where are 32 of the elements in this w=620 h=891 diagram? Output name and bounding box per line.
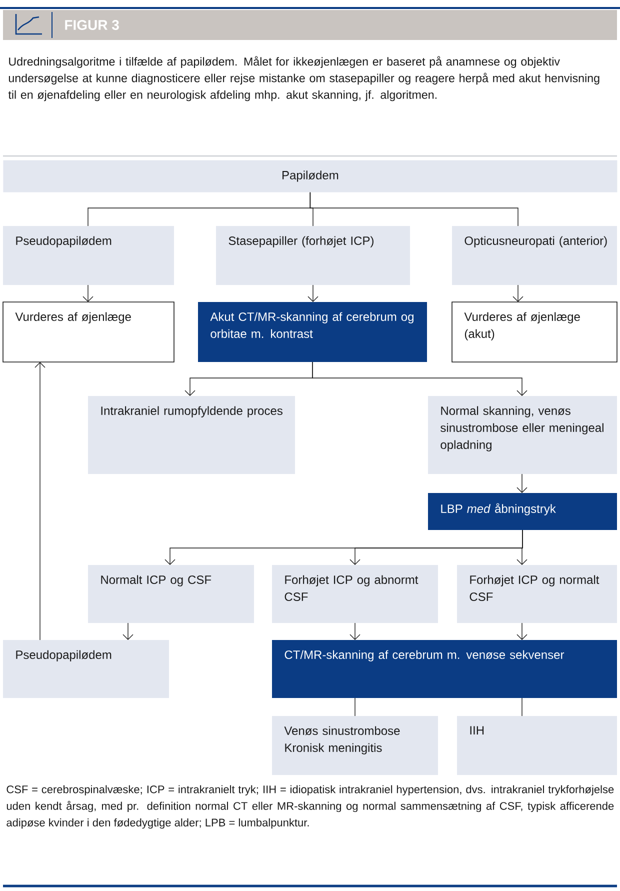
arrow	[34, 362, 46, 640]
process-box: IIH	[457, 716, 617, 775]
connector	[310, 192, 518, 226]
process-box: Forhøjet ICP og normalt CSF	[457, 565, 617, 623]
arrow	[312, 362, 528, 396]
arrow	[122, 622, 134, 640]
footnote: CSF = cerebrospinalvæske; ICP = intrakranielt tryk; IIH = idiopatisk intrakraniel hypertension, dvs. intrakraniel trykforhøjelse uden kendt årsag, med pr. definition normal CT eller MR-skanning og normal sammensætning af CSF, typisk afficerende adipøse kvinder i den fødedygtige alder; LPB = lumbalpunktur.	[6, 785, 614, 829]
process-box: Normal skanning, venøs sinustrombose eller meningeal opladning	[428, 396, 617, 474]
caption: Udredningsalgoritme i tilfælde af papilødem. Målet for ikkeøjenlægen er baseret på anamnese og objektiv undersøgelse at kunne diagnosticere eller rejse mistanke om stasepapiller og reagere herpå med akut henvisning til en øjenafdeling eller en neurologisk afdeling mhp. akut skanning, jf. algoritmen.	[8, 56, 600, 102]
process-box: Venøs sinustrombose Kronisk meningitis	[272, 716, 438, 775]
process-box: Opticusneuropati (anterior)	[452, 226, 617, 285]
process-box: Vurderes af øjenlæge (akut)	[452, 302, 618, 362]
arrow	[516, 622, 528, 640]
process-box: Pseudopapilødem	[3, 640, 169, 698]
arrow	[82, 284, 94, 302]
arrow	[308, 284, 318, 302]
process-box: Pseudopapilødem	[3, 226, 174, 285]
figure-title: FIGUR 3	[65, 20, 119, 30]
arrow	[516, 474, 528, 493]
action-box: Akut CT/MR-skanning af cerebrum og orbitae m. kontrast	[198, 302, 427, 362]
process-box: Forhøjet ICP og abnormt CSF	[272, 565, 438, 623]
process-box: Intrakraniel rumopfyldende proces	[88, 396, 295, 474]
connector	[354, 698, 356, 716]
start-box: Papilødem	[3, 160, 618, 192]
action-box: CT/MR-skanning af cerebrum m. venøse sekvenser	[272, 640, 617, 698]
process-box: Normalt ICP og CSF	[88, 565, 254, 623]
arrow	[516, 530, 528, 565]
arrow	[350, 622, 360, 640]
process-box: Vurderes af øjenlæge	[2, 302, 174, 362]
action-box: LBP med åbningstryk	[428, 493, 617, 530]
process-box: Stasepapiller (forhøjet ICP)	[216, 226, 410, 285]
arrow	[512, 284, 524, 302]
